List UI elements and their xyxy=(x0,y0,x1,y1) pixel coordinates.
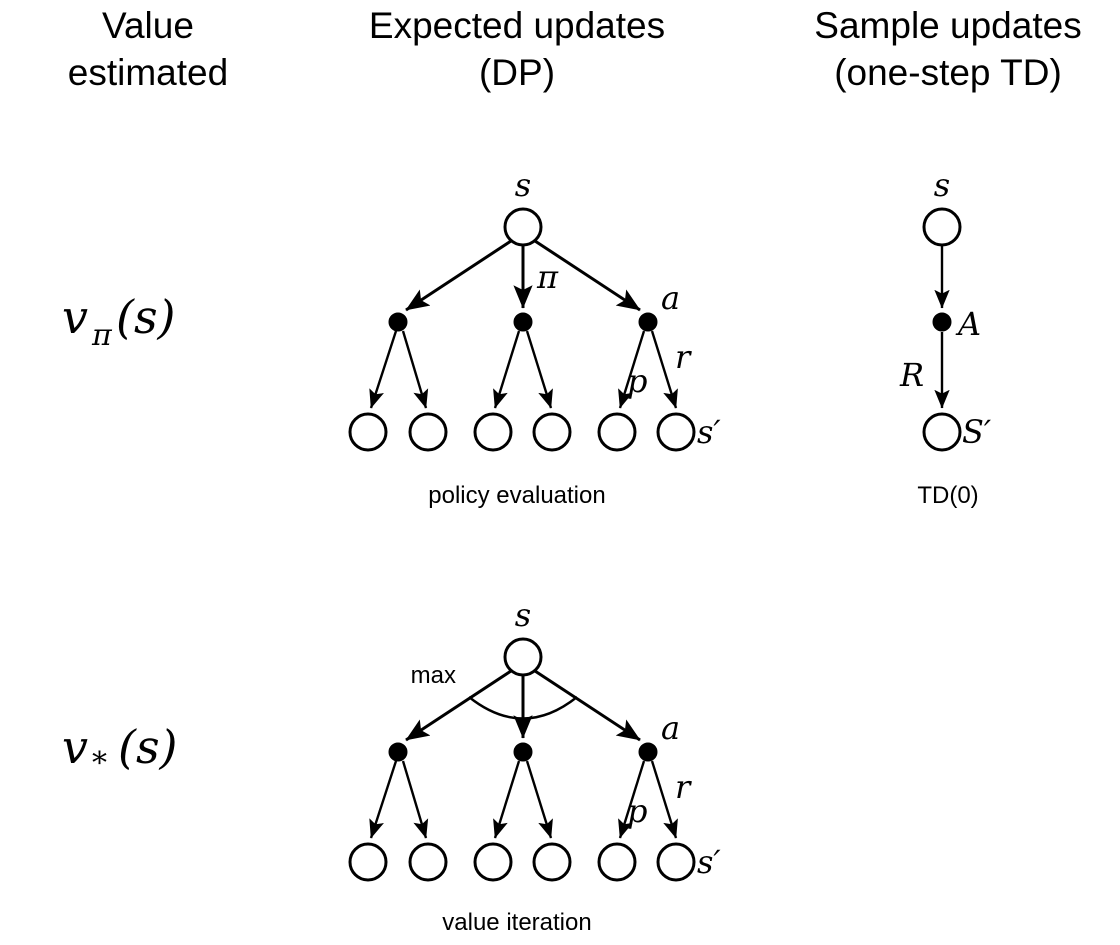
header-expected-updates-line1: Expected updates xyxy=(369,5,665,46)
action-node-right-2 xyxy=(638,742,658,762)
td-root-state-label: s xyxy=(934,166,950,204)
action-node-middle-2 xyxy=(513,742,533,762)
leaf-state-node-2 xyxy=(408,412,448,452)
edge2-action-middle-to-leaf-1 xyxy=(493,760,521,839)
value-argument-2: (s) xyxy=(118,720,178,774)
td-next-state-node xyxy=(922,412,962,452)
action-node-right xyxy=(638,312,658,332)
root-state-label-2: s xyxy=(515,596,531,634)
header-expected-updates-line2: (DP) xyxy=(479,52,555,93)
row-value-iteration: v * (s) max s a p r xyxy=(62,596,721,936)
td-action-node xyxy=(932,312,952,332)
dp-tree-policy-evaluation: s π a p r s′ policy evaluation xyxy=(348,166,721,509)
value-subscript-star: * xyxy=(92,746,107,781)
leaf-state-node-3-2 xyxy=(473,842,513,882)
header-sample-updates-line1: Sample updates xyxy=(814,5,1081,46)
edge2-action-right-to-leaf-2 xyxy=(650,760,678,839)
dp-caption-value-iteration: value iteration xyxy=(442,909,591,936)
action-node-middle xyxy=(513,312,533,332)
td-reward-label-R: R xyxy=(899,356,924,394)
max-arc xyxy=(468,696,578,720)
leaf-state-node-6 xyxy=(656,412,696,452)
edge-root-to-action-left xyxy=(405,239,512,312)
edge-action-middle-to-leaf-2 xyxy=(525,330,553,409)
edge-action-middle-to-leaf-1 xyxy=(493,330,521,409)
edge2-root-to-action-left xyxy=(405,669,512,742)
header-sample-updates-line2: (one-step TD) xyxy=(834,52,1062,93)
edge-action-right-to-leaf-1 xyxy=(618,330,646,409)
edge-root-to-action-right xyxy=(534,239,641,312)
action-node-left xyxy=(388,312,408,332)
column-headers: Value estimated Expected updates (DP) Sa… xyxy=(68,5,1082,93)
td-caption-td0: TD(0) xyxy=(917,482,978,509)
state-node-root-2 xyxy=(503,637,543,677)
edge2-action-middle-to-leaf-2 xyxy=(525,760,553,839)
leaf-state-node-4-2 xyxy=(532,842,572,882)
next-state-label-2: s′ xyxy=(697,843,721,881)
max-label: max xyxy=(411,662,456,689)
edge2-action-left-to-leaf-1 xyxy=(369,760,398,839)
value-argument: (s) xyxy=(116,290,176,344)
row-policy-evaluation: v π (s) s π a xyxy=(62,166,992,509)
value-symbol-v: v xyxy=(62,290,88,344)
state-node-root xyxy=(503,207,543,247)
transition-probability-label-p-2: p xyxy=(627,792,647,830)
edge-action-left-to-leaf-2 xyxy=(401,330,429,409)
td-action-label-A: A xyxy=(955,305,981,343)
reward-label-r: r xyxy=(675,338,692,376)
dp-tree-value-iteration: max s a p r s′ value iteration xyxy=(348,596,721,936)
value-label-v-star: v * (s) xyxy=(62,720,178,781)
edge2-root-to-action-right xyxy=(534,669,641,742)
header-value-estimated-line1: Value xyxy=(102,5,194,46)
leaf-state-node-5-2 xyxy=(597,842,637,882)
value-symbol-v-2: v xyxy=(62,720,88,774)
edge2-action-right-to-leaf-1 xyxy=(618,760,646,839)
action-node-left-2 xyxy=(388,742,408,762)
leaf-state-node-6-2 xyxy=(656,842,696,882)
edge-action-right-to-leaf-2 xyxy=(650,330,678,409)
td-next-state-label: S′ xyxy=(962,413,992,451)
transition-probability-label-p: p xyxy=(627,362,647,400)
dp-caption-policy-evaluation: policy evaluation xyxy=(428,482,605,509)
td-state-node-root xyxy=(922,207,962,247)
leaf-state-node-5 xyxy=(597,412,637,452)
leaf-state-node-4 xyxy=(532,412,572,452)
edge2-action-left-to-leaf-2 xyxy=(401,760,429,839)
edge-action-left-to-leaf-1 xyxy=(369,330,398,409)
next-state-label: s′ xyxy=(697,413,721,451)
leaf-state-node-1-2 xyxy=(348,842,388,882)
reward-label-r-2: r xyxy=(675,768,692,806)
policy-label-pi: π xyxy=(536,258,559,296)
leaf-state-node-1 xyxy=(348,412,388,452)
header-value-estimated-line2: estimated xyxy=(68,52,228,93)
leaf-state-node-2-2 xyxy=(408,842,448,882)
root-state-label: s xyxy=(515,166,531,204)
value-subscript-pi: π xyxy=(91,318,113,353)
action-label-a: a xyxy=(661,279,680,317)
td-tree-td0: s A R S′ TD(0) xyxy=(899,166,992,509)
value-label-v-pi: v π (s) xyxy=(62,290,176,353)
action-label-a-2: a xyxy=(661,709,680,747)
leaf-state-node-3 xyxy=(473,412,513,452)
